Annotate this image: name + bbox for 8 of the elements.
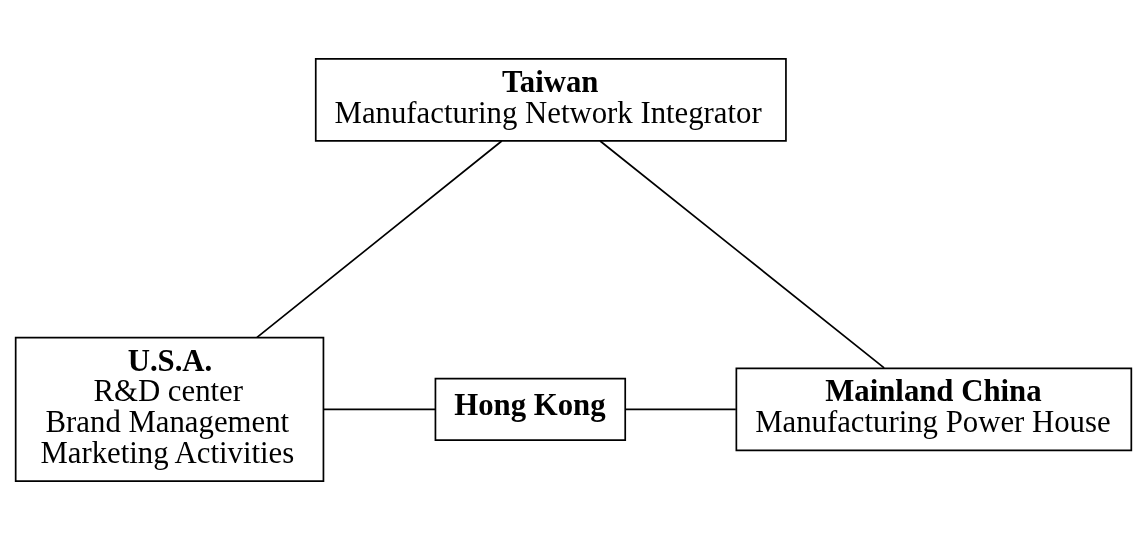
connector [599,140,885,369]
connector [624,408,737,411]
connector [256,140,503,339]
node-box: Mainland China Manufacturing Power House [735,367,1133,452]
connector [323,408,436,411]
node-box: Hong Kong [434,377,627,441]
node-box: U.S.A. R&D center Brand Management Marketing Activities [14,336,325,482]
node-box: Taiwan Manufacturing Network Integrator [314,58,787,142]
